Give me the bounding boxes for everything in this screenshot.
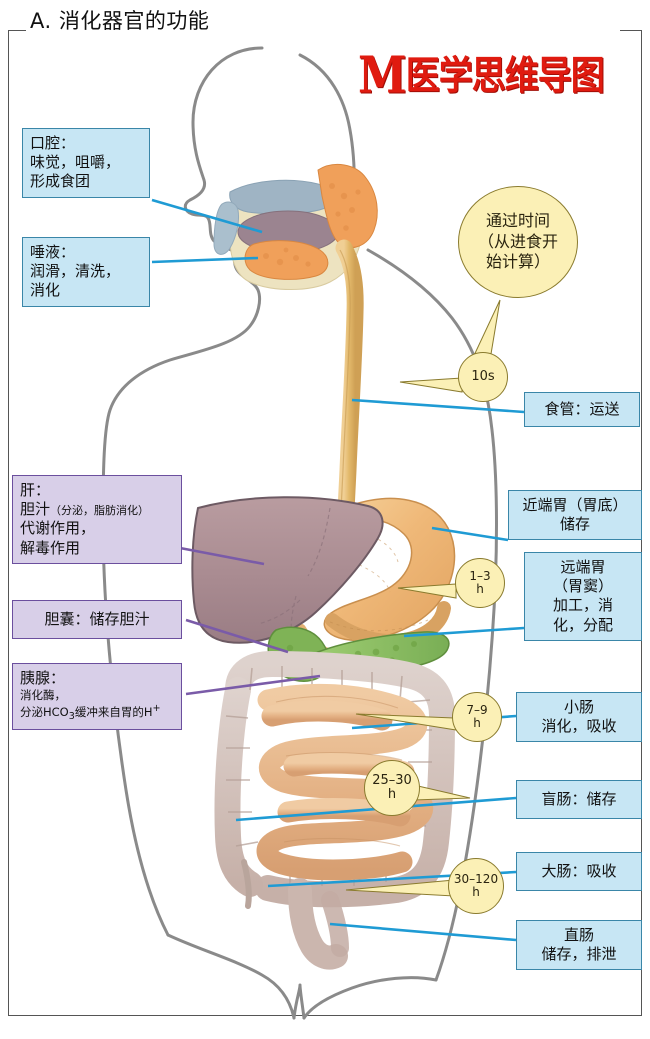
callout-pancreas[interactable]: 胰腺： 消化酶， 分泌HCO3缓冲来自胃的H+ xyxy=(12,663,182,730)
callout-proximal-stomach-line2: 储存 xyxy=(559,515,590,534)
callout-distal-stomach-line4: 化，分配 xyxy=(552,615,613,634)
callout-small-intestine-line1: 小肠 xyxy=(563,698,594,716)
callout-pancreas-enzyme: 消化酶， xyxy=(20,688,66,703)
callout-rectum[interactable]: 直肠 储存，排泄 xyxy=(516,920,642,971)
transit-time-legend: 通过时间 （从进食开 始计算） xyxy=(458,186,578,298)
callout-cecum[interactable]: 盲肠：储存 xyxy=(516,780,642,820)
frame-left-edge xyxy=(8,30,9,1015)
callout-large-intestine-line1: 大肠：吸收 xyxy=(541,862,617,880)
transit-time-small-intestine: 7–9 h xyxy=(452,692,502,742)
pancreas-bicarb-pre: 分泌HCO xyxy=(20,704,69,719)
callout-saliva-title: 唾液： xyxy=(30,243,76,261)
transit-legend-line3: 始计算） xyxy=(485,252,550,272)
transit-time-rectum-value: 30–120 xyxy=(453,872,499,887)
callout-esophagus-line1: 食管：运送 xyxy=(544,400,620,418)
pancreas-bicarb-subscript: 3 xyxy=(68,711,75,723)
frame-corner-top-left xyxy=(8,30,26,31)
callout-liver-line1: 代谢作用， xyxy=(20,519,96,538)
callout-mouth-line2: 形成食团 xyxy=(30,172,91,191)
transit-legend-line1: 通过时间 xyxy=(485,210,550,230)
callout-rectum-line1: 直肠 xyxy=(563,926,594,944)
transit-time-small-intestine-value: 7–9 xyxy=(466,703,488,718)
callout-liver-line2: 解毒作用 xyxy=(20,538,81,557)
transit-time-stomach: 1–3 h xyxy=(455,558,505,608)
callout-distal-stomach-line3: 加工，消 xyxy=(552,596,613,615)
transit-time-stomach-value: 1–3 xyxy=(469,569,491,584)
transit-legend-line2: （从进食开 xyxy=(477,231,558,251)
callout-proximal-stomach-line1: 近端胃（胃底） xyxy=(522,496,628,514)
transit-time-colon-value: 25–30 xyxy=(372,773,412,789)
frame-bottom-edge xyxy=(8,1015,642,1016)
callout-distal-stomach-line1: 远端胃 xyxy=(560,558,606,576)
transit-time-colon: 25–30 h xyxy=(364,760,420,816)
callout-liver-bile-note: （分泌，脂肪消化） xyxy=(50,504,150,518)
transit-time-esophagus: 10s xyxy=(458,352,508,402)
logo-mark: M xyxy=(358,46,407,105)
pancreas-bicarb-superscript: + xyxy=(152,703,161,715)
callout-pancreas-title: 胰腺： xyxy=(20,669,66,687)
callout-mouth-line1: 味觉，咀嚼， xyxy=(30,153,121,172)
callout-mouth[interactable]: 口腔： 味觉，咀嚼， 形成食团 xyxy=(22,128,150,198)
callout-liver-title: 肝： xyxy=(20,481,51,499)
callout-rectum-line2: 储存，排泄 xyxy=(541,945,617,964)
callout-cecum-line1: 盲肠：储存 xyxy=(541,790,617,808)
callout-proximal-stomach[interactable]: 近端胃（胃底） 储存 xyxy=(508,490,642,541)
logo-text: 医学思维导图 xyxy=(405,53,605,100)
transit-time-rectum: 30–120 h xyxy=(448,858,504,914)
callout-distal-stomach[interactable]: 远端胃 （胃窦） 加工，消 化，分配 xyxy=(524,552,642,641)
callout-gallbladder-title: 胆囊：储存胆汁 xyxy=(44,610,150,628)
callout-saliva-line2: 消化 xyxy=(30,281,61,300)
callout-saliva[interactable]: 唾液： 润滑，清洗， 消化 xyxy=(22,237,150,307)
callout-distal-stomach-line2: （胃窦） xyxy=(552,577,613,596)
callout-liver-bile: 胆汁 xyxy=(20,500,51,519)
callout-pancreas-bicarbonate: 分泌HCO3缓冲来自胃的H+ xyxy=(20,703,174,724)
page-title: A. 消化器官的功能 xyxy=(30,9,210,33)
callout-liver-bile-row: 胆汁（分泌，脂肪消化） xyxy=(20,500,174,519)
callout-esophagus[interactable]: 食管：运送 xyxy=(524,392,640,428)
callout-small-intestine[interactable]: 小肠 消化，吸收 xyxy=(516,692,642,743)
callout-gallbladder[interactable]: 胆囊：储存胆汁 xyxy=(12,600,182,640)
transit-time-stomach-unit: h xyxy=(476,582,484,596)
transit-time-esophagus-value: 10s xyxy=(471,369,495,385)
callout-small-intestine-line2: 消化，吸收 xyxy=(541,717,617,736)
callout-mouth-title: 口腔： xyxy=(30,134,76,152)
transit-time-colon-unit: h xyxy=(387,787,397,802)
frame-corner-top-right xyxy=(620,30,642,31)
transit-time-rectum-unit: h xyxy=(472,885,480,899)
pancreas-bicarb-post: 缓冲来自胃的H xyxy=(74,704,153,719)
callout-saliva-line1: 润滑，清洗， xyxy=(30,262,121,281)
callout-liver[interactable]: 肝： 胆汁（分泌，脂肪消化） 代谢作用， 解毒作用 xyxy=(12,475,182,564)
transit-time-small-intestine-unit: h xyxy=(473,716,481,730)
callout-large-intestine[interactable]: 大肠：吸收 xyxy=(516,852,642,892)
brand-logo: M医学思维导图 xyxy=(358,44,605,105)
